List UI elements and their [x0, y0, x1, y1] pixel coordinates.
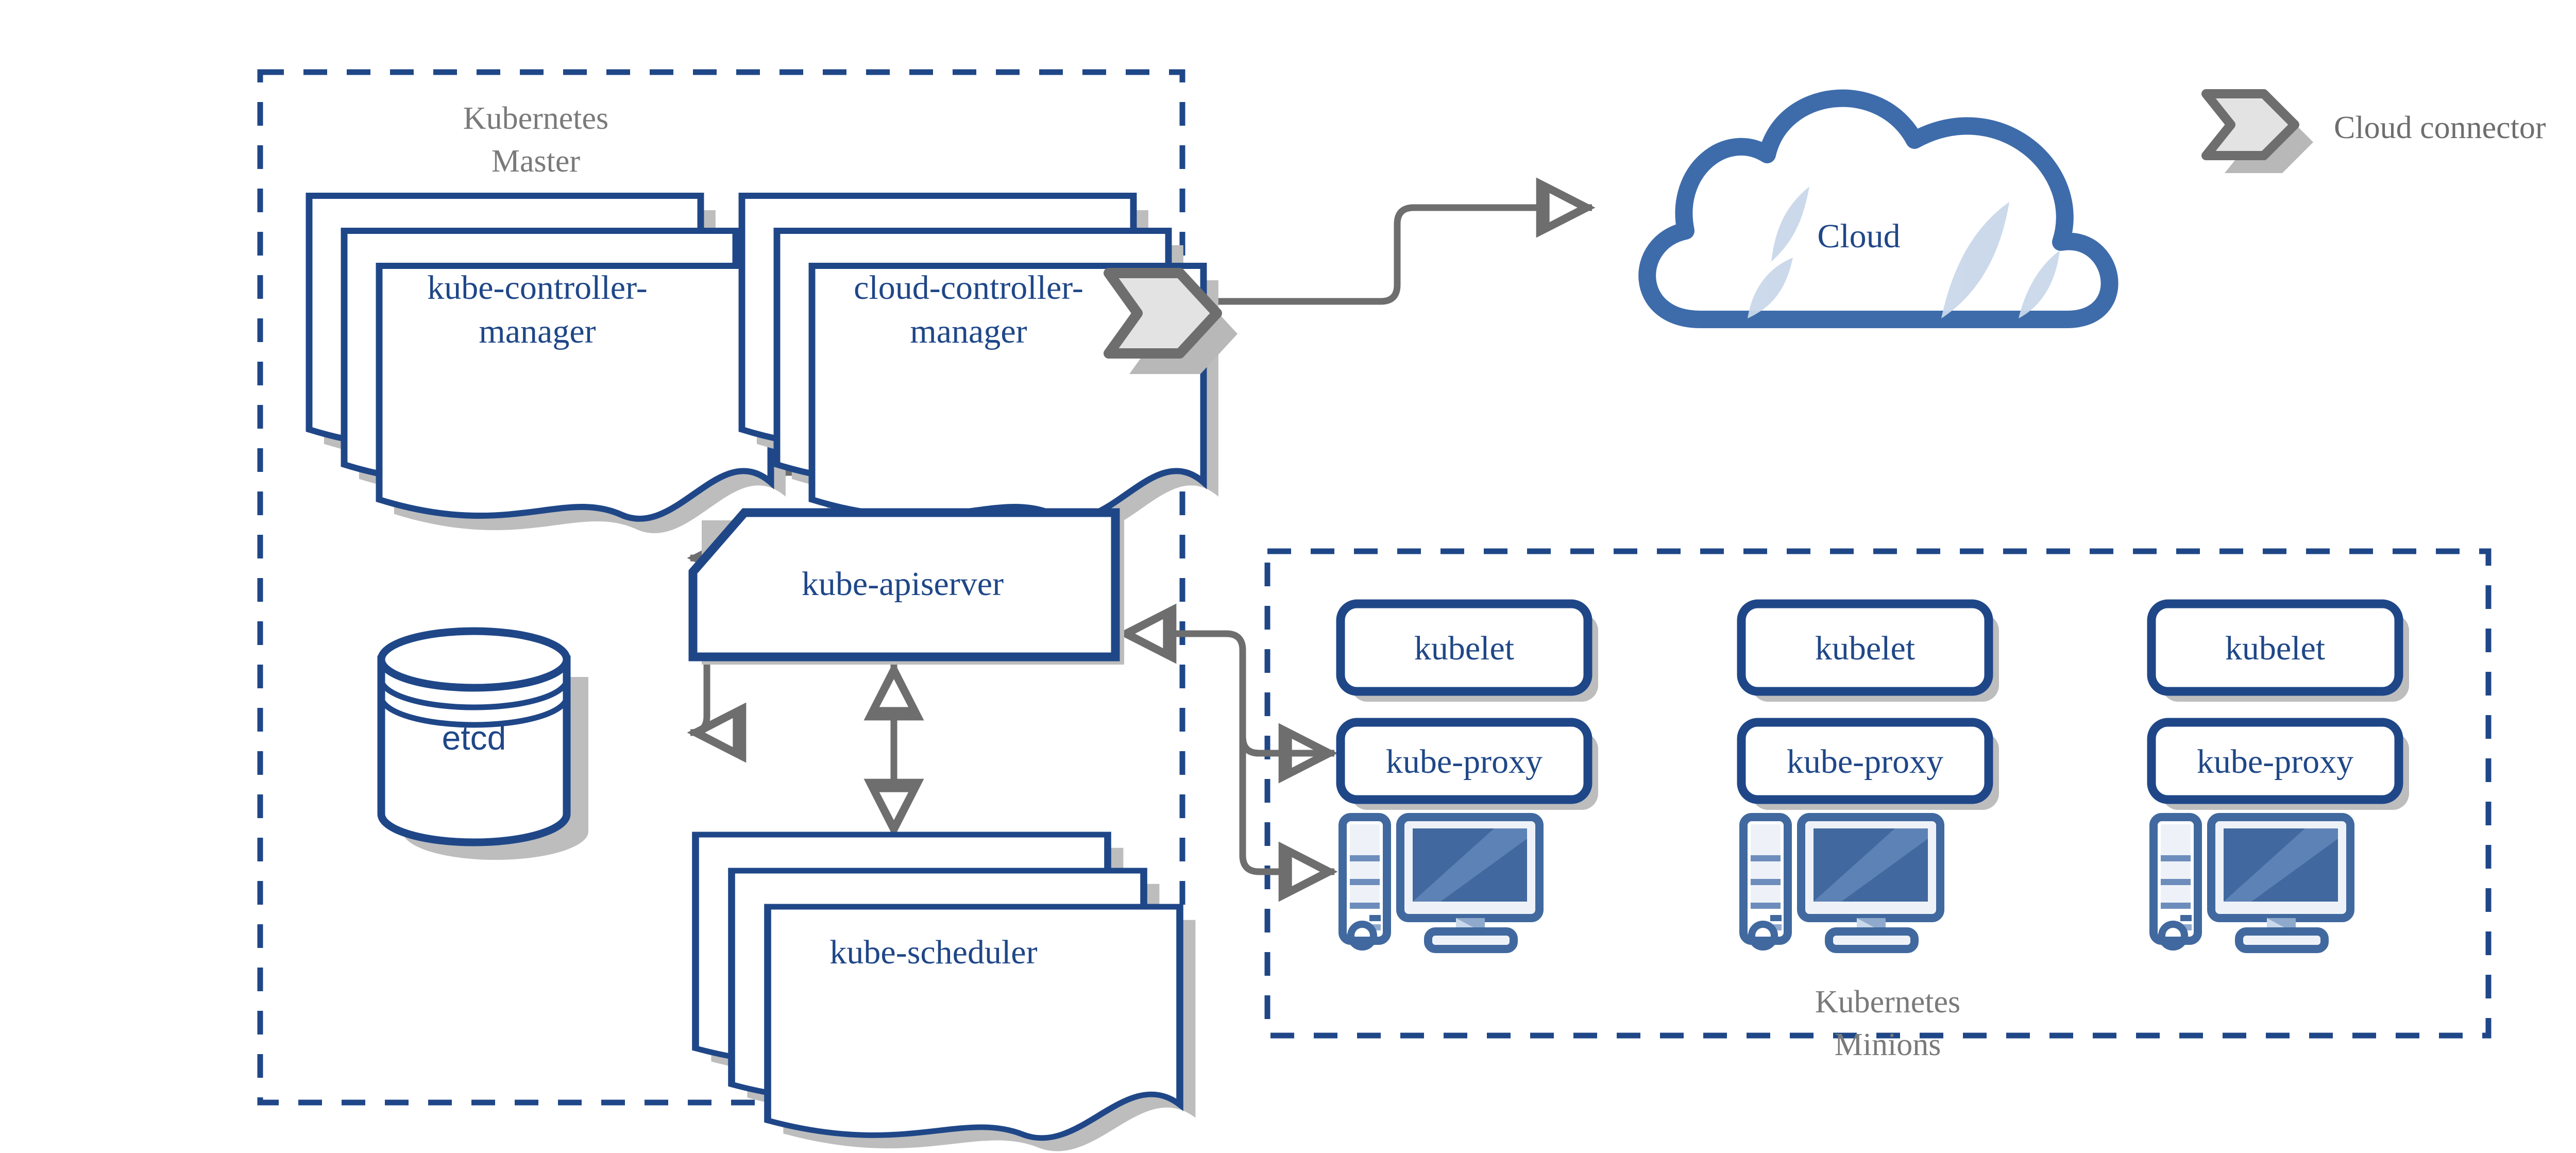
minions-group-label-line1: Kubernetes: [1815, 985, 1960, 1020]
connector-ccm-to-cloud: [1198, 177, 1596, 305]
minion-2-kubelet-label: kubelet: [1815, 630, 1915, 667]
minion-3-kubelet-label: kubelet: [2225, 630, 2325, 667]
node-cloud[interactable]: Cloud: [1638, 89, 2119, 328]
minion-2-kube-proxy[interactable]: kube-proxy: [1737, 718, 1999, 810]
kube-controller-manager-label-line1: kube-controller-: [427, 269, 648, 307]
group-kubernetes-minions: Kubernetes Minions: [1264, 548, 2492, 1062]
cloud-label: Cloud: [1817, 217, 1900, 255]
cloud-connector-icon[interactable]: [1104, 268, 1238, 374]
etcd-top: [377, 627, 571, 692]
minion-3-kube-proxy[interactable]: kube-proxy: [2147, 718, 2409, 810]
minion-1-kubelet-box: [1336, 599, 1592, 696]
cloud-shape: [1638, 89, 2119, 328]
node-kube-controller-manager[interactable]: kube-controller- manager: [309, 196, 786, 533]
minions-boundary: [1264, 548, 2492, 1039]
node-kube-scheduler[interactable]: kube-scheduler: [696, 835, 1196, 1151]
minion-3-kubelet[interactable]: kubelet: [2147, 599, 2409, 702]
minion-node-3: kubelet kube-proxy: [2147, 599, 2409, 953]
minion-2-kube-proxy-label: kube-proxy: [1787, 743, 1943, 781]
connector-trunk-upper: [1239, 685, 1334, 757]
kube-controller-manager-label-line2: manager: [479, 313, 596, 350]
kube-scheduler-label: kube-scheduler: [829, 934, 1037, 971]
connector-apiserver-to-kubelet: [1117, 603, 1338, 784]
etcd-ring-1: [378, 679, 570, 710]
cloud-accents: [1748, 186, 2060, 318]
minion-1-kube-proxy[interactable]: kube-proxy: [1336, 718, 1598, 810]
cloud-controller-manager-label-line2: manager: [910, 313, 1027, 350]
legend-chevron-connector-icon: [2201, 89, 2299, 160]
master-group-label-line2: Master: [492, 144, 581, 179]
minion-2-kube-proxy-box: [1737, 718, 1993, 804]
minion-node-2: kubelet kube-proxy: [1737, 599, 1999, 953]
master-group-label-line1: Kubernetes: [463, 101, 608, 136]
etcd-label: etcd: [442, 719, 506, 757]
minion-3-kube-proxy-label: kube-proxy: [2197, 743, 2353, 781]
legend-cloud-connector: Cloud connector: [2201, 89, 2546, 173]
kube-apiserver-label: kube-apiserver: [802, 565, 1004, 603]
node-etcd[interactable]: etcd: [377, 627, 588, 860]
kube-apiserver-shape: [688, 508, 1120, 662]
minion-1-kubelet[interactable]: kubelet: [1336, 599, 1598, 702]
cloud-connector-icon-shape: [1104, 268, 1222, 359]
master-boundary: [257, 69, 1185, 1106]
minions-group-label-line2: Minions: [1835, 1027, 1941, 1062]
minion-3-kubelet-box: [2147, 599, 2403, 696]
minion-2-kubelet[interactable]: kubelet: [1737, 599, 1999, 702]
group-kubernetes-master: Kubernetes Master: [257, 69, 1185, 1106]
minion-3-computer-icon: [2149, 813, 2354, 953]
minion-3-kube-proxy-box: [2147, 718, 2403, 804]
cloud-controller-manager-label-line1: cloud-controller-: [854, 269, 1083, 307]
legend-cloud-connector-label: Cloud connector: [2334, 110, 2546, 145]
connector-apiserver-to-kube-proxy: [1239, 650, 1338, 902]
minion-1-kube-proxy-box: [1336, 718, 1592, 804]
node-cloud-controller-manager[interactable]: cloud-controller- manager: [742, 196, 1218, 533]
minion-1-kube-proxy-label: kube-proxy: [1386, 743, 1543, 781]
minion-node-1: kubelet kube-proxy: [1336, 599, 1598, 953]
minion-1-computer-icon: [1338, 813, 1544, 953]
minion-1-kubelet-label: kubelet: [1414, 630, 1514, 667]
node-kube-apiserver[interactable]: kube-apiserver: [688, 508, 1124, 665]
minion-2-computer-icon: [1739, 813, 1944, 953]
etcd-ring-2: [378, 696, 570, 728]
minion-2-kubelet-box: [1737, 599, 1993, 696]
